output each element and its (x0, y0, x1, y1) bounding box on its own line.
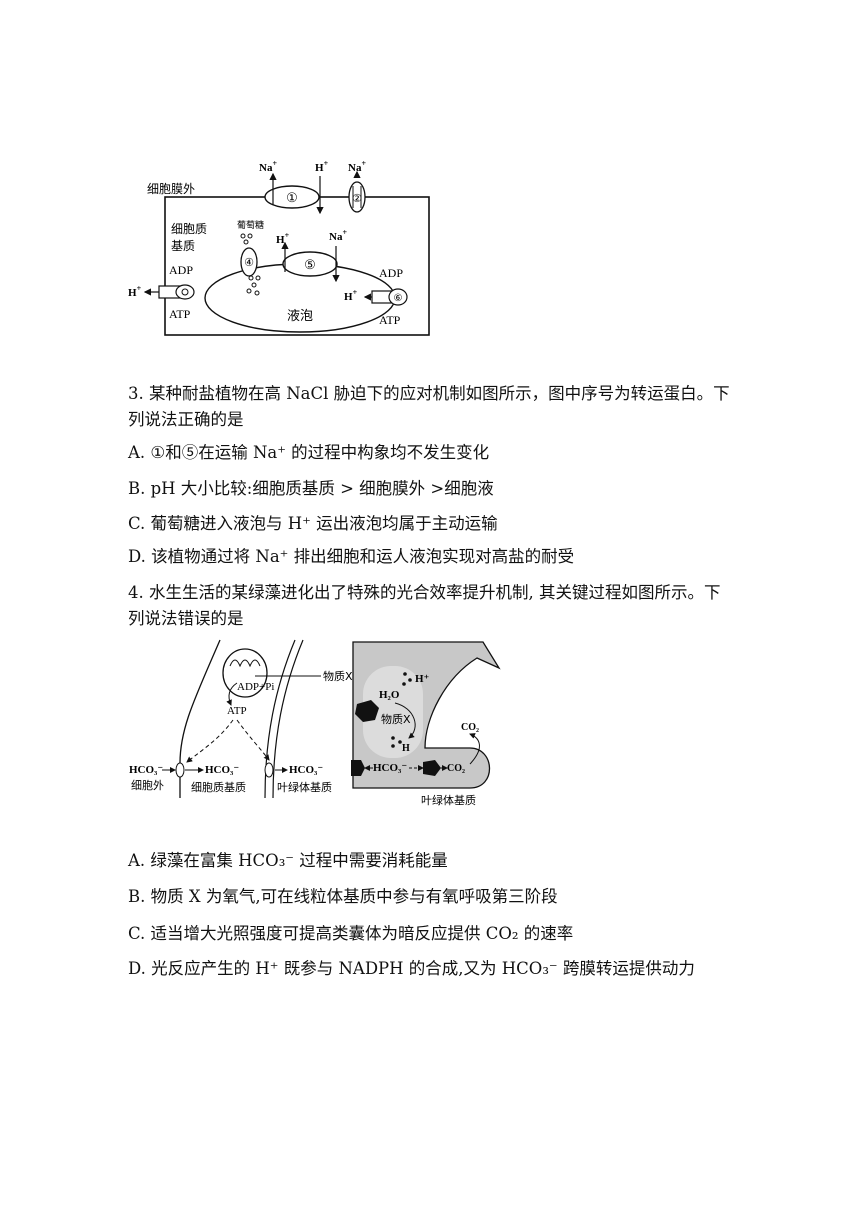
svg-text:HCO₃⁻: HCO₃⁻ (129, 764, 163, 776)
figure-1-salt-tolerance: ① ② Na+ H+ Na+ 细胞膜外 细胞质 基质 葡萄糖 液泡 ④ ⑤ H+… (128, 159, 430, 336)
q3-option-a[interactable]: A. ①和⑤在运输 Na⁺ 的过程中构象均不发生变化 (128, 443, 490, 462)
q3-line-1: 3. 某种耐盐植物在高 NaCl 胁迫下的应对机制如图所示，图中序号为转运蛋白。… (128, 384, 730, 403)
svg-text:ADP: ADP (169, 263, 193, 277)
question-3-stem: 3. 某种耐盐植物在高 NaCl 胁迫下的应对机制如图所示，图中序号为转运蛋白。… (128, 381, 748, 433)
q4-option-b[interactable]: B. 物质 X 为氧气,可在线粒体基质中参与有氧呼吸第三阶段 (128, 887, 558, 906)
q4-line-1: 4. 水生生活的某绿藻进化出了特殊的光合效率提升机制, 其关键过程如图所示。下 (128, 583, 721, 602)
svg-text:ADP: ADP (379, 266, 403, 280)
svg-text:H+: H+ (128, 284, 142, 299)
protein-5 (282, 251, 338, 277)
label-matrix-2: 基质 (171, 239, 195, 253)
svg-text:Na+: Na+ (329, 228, 347, 243)
svg-text:Na+: Na+ (348, 159, 366, 174)
svg-text:⑥: ⑥ (394, 293, 403, 304)
thylakoid-lumen (363, 666, 423, 758)
svg-text:H: H (402, 743, 410, 754)
q3-line-2: 列说法正确的是 (128, 410, 244, 429)
protein-6 (388, 288, 408, 306)
hco3-transporter (351, 760, 365, 776)
q4-line-2: 列说法错误的是 (128, 609, 244, 628)
protein-2-label: ② (352, 193, 362, 205)
figure-2-algae-mechanism: 物质X ADP+Pi ATP HCO₃⁻ HCO₃⁻ HCO₃⁻ 细胞外 细胞质… (129, 639, 501, 807)
carbonic-anhydrase (423, 760, 441, 776)
svg-text:H₂O: H₂O (379, 689, 400, 701)
q4-option-c[interactable]: C. 适当增大光照强度可提高类囊体为暗反应提供 CO₂ 的速率 (128, 924, 574, 943)
label-glucose: 葡萄糖 (237, 219, 264, 231)
svg-text:细胞外: 细胞外 (131, 779, 164, 792)
svg-text:H+: H+ (315, 159, 329, 174)
question-4-stem: 4. 水生生活的某绿藻进化出了特殊的光合效率提升机制, 其关键过程如图所示。下 … (128, 580, 748, 632)
svg-text:CO₂: CO₂ (447, 763, 465, 774)
svg-text:④: ④ (244, 257, 254, 269)
protein-1 (264, 185, 320, 209)
label-vacuole: 液泡 (287, 309, 313, 324)
svg-text:H⁺: H⁺ (415, 673, 430, 685)
q4-option-d[interactable]: D. 光反应产生的 H⁺ 既参与 NADPH 的合成,又为 HCO₃⁻ 跨膜转运… (128, 959, 695, 978)
svg-text:物质X: 物质X (381, 712, 411, 726)
q3-option-c[interactable]: C. 葡萄糖进入液泡与 H⁺ 运出液泡均属于主动运输 (128, 514, 498, 533)
q3-option-d[interactable]: D. 该植物通过将 Na⁺ 排出细胞和运人液泡实现对高盐的耐受 (128, 547, 575, 566)
svg-text:Na+: Na+ (259, 159, 277, 174)
svg-text:ATP: ATP (169, 307, 191, 321)
svg-text:ATP: ATP (227, 705, 247, 717)
svg-text:HCO₃⁻: HCO₃⁻ (373, 762, 407, 774)
svg-text:叶绿体基质: 叶绿体基质 (421, 793, 476, 807)
label-matrix-1: 细胞质 (171, 222, 207, 236)
svg-text:ATP: ATP (379, 313, 401, 327)
cell-membrane-curve (179, 639, 221, 798)
svg-text:H+: H+ (344, 288, 358, 303)
svg-text:CO₂: CO₂ (461, 722, 479, 733)
q3-option-b[interactable]: B. pH 大小比较:细胞质基质 > 细胞膜外 >细胞液 (128, 479, 494, 498)
svg-text:叶绿体基质: 叶绿体基质 (277, 780, 332, 794)
svg-text:H+: H+ (276, 231, 290, 246)
left-h-pump (175, 284, 195, 300)
protein-4 (240, 247, 258, 277)
svg-text:ADP+Pi: ADP+Pi (237, 681, 274, 693)
q4-option-a[interactable]: A. 绿藻在富集 HCO₃⁻ 过程中需要消耗能量 (128, 851, 448, 870)
svg-text:物质X: 物质X (323, 669, 353, 683)
label-outside: 细胞膜外 (147, 182, 195, 196)
svg-text:HCO₃⁻: HCO₃⁻ (289, 764, 323, 776)
svg-text:⑤: ⑤ (304, 257, 316, 272)
svg-text:HCO₃⁻: HCO₃⁻ (205, 764, 239, 776)
protein-1-label: ① (286, 190, 298, 205)
svg-text:细胞质基质: 细胞质基质 (191, 781, 246, 794)
photosystem (355, 700, 379, 722)
